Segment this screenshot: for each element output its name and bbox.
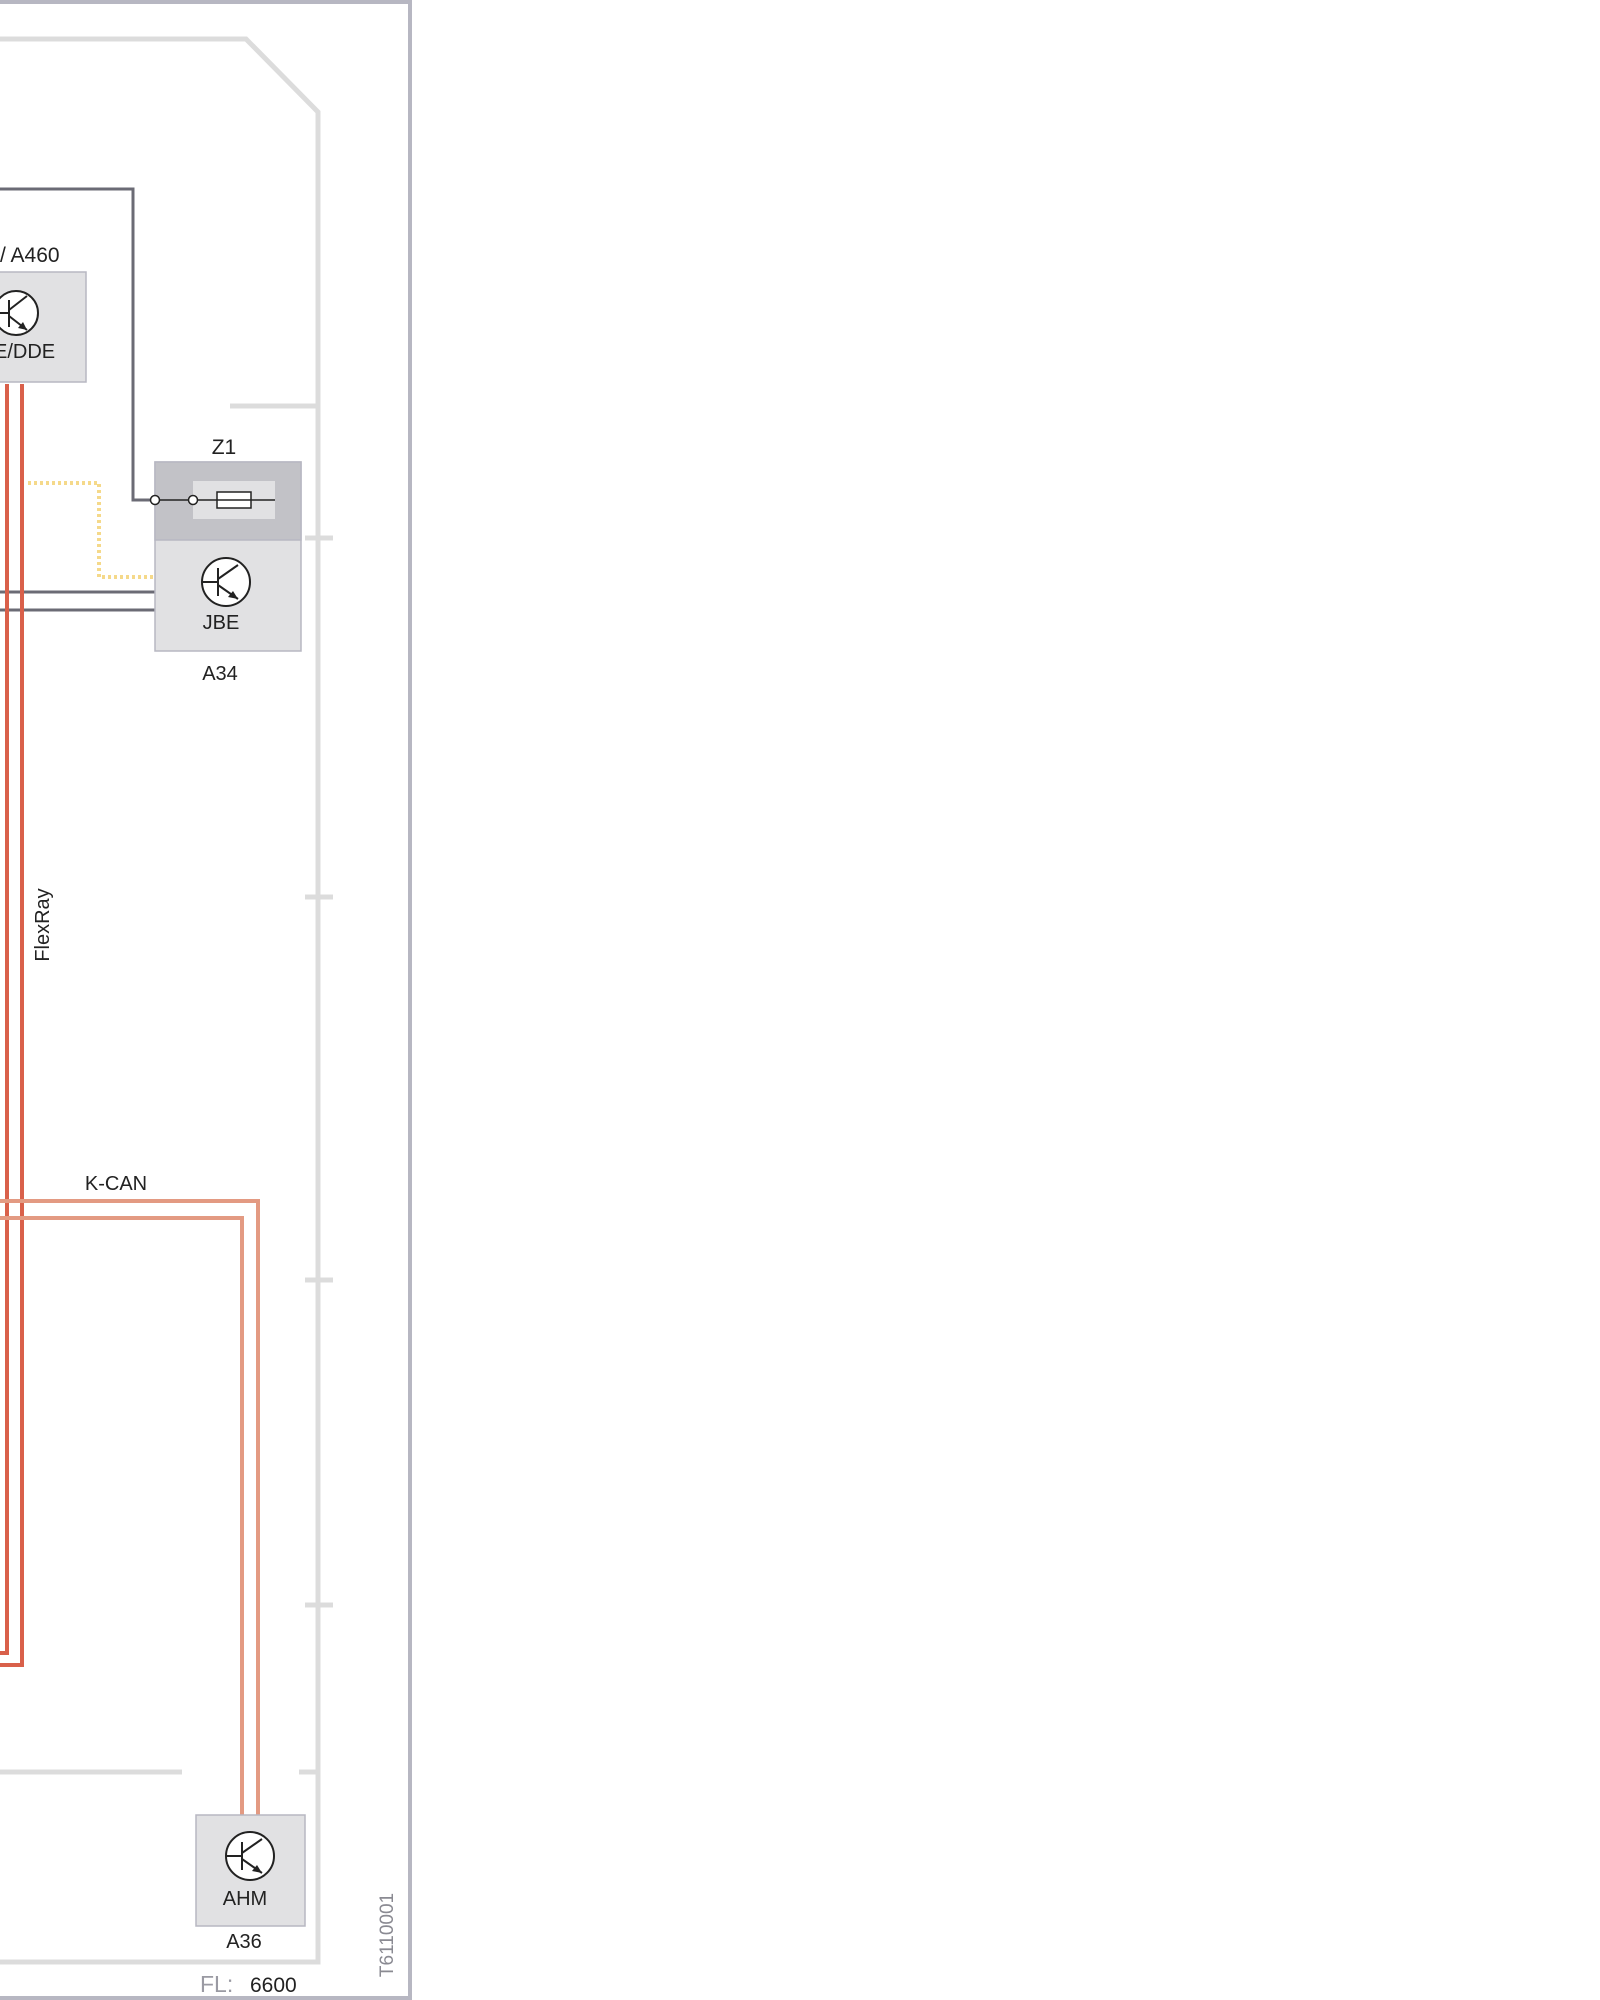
- power-supply-line: [0, 187, 155, 502]
- transistor-icon: [225, 1831, 275, 1881]
- jbe-ref: A34: [202, 663, 238, 685]
- fuse-block: [149, 461, 302, 541]
- flexray-label: FlexRay: [32, 888, 54, 961]
- terminal-icon: [149, 494, 161, 506]
- engine-ecu-module: E/DDE / A460: [0, 244, 87, 383]
- terminal-icon: [187, 494, 199, 506]
- jbe-connection-lines: [0, 590, 155, 612]
- transistor-icon: [201, 557, 251, 607]
- ahm-module: AHM A36: [195, 1814, 306, 1953]
- fl-label: FL:: [200, 1971, 233, 1997]
- fuse-label: Z1: [212, 436, 237, 459]
- vehicle-outline: [0, 36, 333, 1965]
- kcan-label: K-CAN: [85, 1173, 147, 1195]
- ahm-ref: A36: [226, 1931, 262, 1953]
- jbe-module: Z1 JBE A34: [149, 436, 302, 685]
- optional-line: [28, 481, 155, 579]
- flexray-bus: [0, 384, 24, 1667]
- jbe-name: JBE: [203, 612, 240, 634]
- diagram-frame: [0, 0, 412, 2000]
- fl-value: 6600: [250, 1974, 297, 1997]
- transistor-icon: [0, 290, 39, 336]
- engine-ecu-ref: / A460: [0, 244, 60, 267]
- engine-ecu-name: E/DDE: [0, 341, 55, 363]
- kcan-bus: [0, 1199, 260, 1818]
- ahm-name: AHM: [223, 1888, 267, 1910]
- document-id: T6110001: [377, 1893, 398, 1977]
